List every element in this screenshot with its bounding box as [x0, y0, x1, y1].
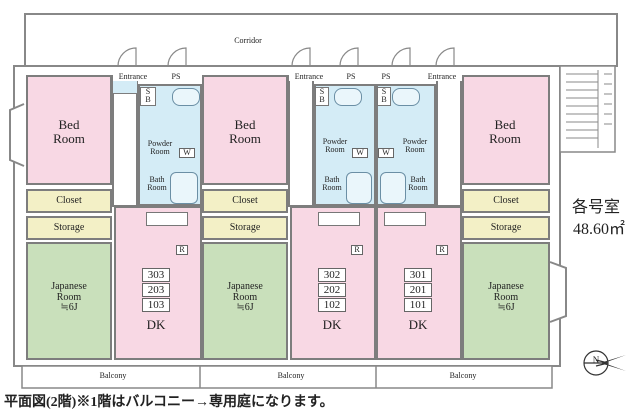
- unit-a-number-2f: 203: [142, 283, 170, 297]
- unit-b-bath-room-label: Bath Room: [322, 175, 342, 193]
- unit-c-bed-room-label: Bed Room: [489, 117, 521, 146]
- unit-b-bed-room-label: Bed Room: [229, 117, 261, 146]
- unit-c-number-2f: 201: [404, 283, 432, 297]
- unit-b-powder-room-label: Powder Room: [322, 137, 348, 155]
- unit-a-bath-room-label: Bath Room: [147, 175, 167, 193]
- unit-c-room-numbers: 301 201 101: [404, 268, 432, 313]
- unit-a-room-numbers: 303 203 103: [142, 268, 170, 313]
- unit-c-storage-label: Storage: [490, 222, 522, 233]
- unit-b-closet-label: Closet: [232, 195, 258, 206]
- unit-b-number-3f: 302: [318, 268, 346, 282]
- unit-c-washer-w: W: [378, 148, 394, 159]
- unit-c-toilet-icon: [392, 88, 420, 106]
- unit-a-number-1f: 103: [142, 298, 170, 312]
- unit-c-dk-label: DK: [408, 317, 428, 332]
- unit-c-r-mark: R: [436, 245, 448, 256]
- unit-b-stove-icon: [318, 212, 360, 226]
- unit-b-entrance-label: Entrance: [289, 72, 329, 82]
- unit-b-toilet-icon: [334, 88, 362, 106]
- unit-a-storage: [26, 216, 112, 240]
- area-title: 各号室: [571, 199, 620, 216]
- unit-b-number-2f: 202: [318, 283, 346, 297]
- unit-a-dk-label: DK: [146, 317, 166, 332]
- unit-c-bathtub-icon: [380, 172, 406, 204]
- unit-c-entrance-label: Entrance: [422, 72, 462, 82]
- unit-c-stove-icon: [384, 212, 426, 226]
- unit-c-ps-label: PS: [378, 72, 394, 82]
- unit-c-hall: [436, 75, 462, 207]
- unit-c-japanese-room-label: Japanese Room ≒6J: [471, 281, 541, 314]
- unit-c-balcony-label: Balcony: [449, 371, 477, 380]
- unit-a-closet: [26, 189, 112, 213]
- floor-plan-caption: 平面図(2階)※1階はバルコニー→専用庭になります。: [4, 395, 334, 410]
- unit-a-bed-room: [26, 75, 112, 185]
- unit-b-balcony-label: Balcony: [277, 371, 305, 380]
- north-symbol-icon: N: [592, 355, 600, 365]
- unit-b-hall: [288, 75, 314, 207]
- unit-a-washer-w: W: [179, 148, 195, 159]
- unit-b-r-mark: R: [351, 245, 363, 256]
- unit-a-ps-label: PS: [168, 72, 184, 82]
- unit-c-closet: [462, 189, 550, 213]
- area-value: 48.60㎡: [572, 221, 625, 238]
- unit-c-closet-label: Closet: [493, 195, 519, 206]
- unit-a-storage-label: Storage: [53, 222, 85, 233]
- unit-a-closet-label: Closet: [56, 195, 82, 206]
- unit-c-number-3f: 301: [404, 268, 432, 282]
- unit-b-closet: [202, 189, 288, 213]
- unit-b-number-1f: 102: [318, 298, 346, 312]
- unit-b-ps-label: PS: [343, 72, 359, 82]
- unit-a-bathtub-icon: [170, 172, 198, 204]
- unit-a-hall: [112, 75, 138, 207]
- unit-b-washer-w: W: [352, 148, 368, 159]
- unit-a-balcony-label: Balcony: [99, 371, 127, 380]
- unit-b-japanese-room-label: Japanese Room ≒6J: [210, 281, 280, 314]
- unit-a-stove-icon: [146, 212, 188, 226]
- unit-c-powder-room-label: Powder Room: [402, 137, 428, 155]
- unit-a-r-mark: R: [176, 245, 188, 256]
- unit-a-toilet-icon: [172, 88, 200, 106]
- corridor-label: Corridor: [234, 36, 262, 45]
- unit-b-storage: [202, 216, 288, 240]
- unit-a-entrance: [112, 80, 138, 94]
- unit-b-bathtub-icon: [346, 172, 372, 204]
- unit-b-storage-label: Storage: [229, 222, 261, 233]
- unit-b-room-numbers: 302 202 102: [318, 268, 346, 313]
- unit-a-number-3f: 303: [142, 268, 170, 282]
- unit-c-number-1f: 101: [404, 298, 432, 312]
- unit-b-sb-label: S B: [315, 87, 329, 106]
- unit-c-bed-room: [462, 75, 550, 185]
- unit-c-storage: [462, 216, 550, 240]
- unit-b-dk-label: DK: [322, 317, 342, 332]
- unit-c-sb-label: S B: [377, 87, 391, 106]
- unit-b-bed-room: [202, 75, 288, 185]
- unit-a-bed-room-label: Bed Room: [53, 117, 85, 146]
- unit-a-entrance-label: Entrance: [113, 72, 153, 82]
- unit-a-japanese-room-label: Japanese Room ≒6J: [34, 281, 104, 314]
- unit-c-bath-room-label: Bath Room: [408, 175, 428, 193]
- unit-a-sb-label: S B: [140, 87, 156, 106]
- unit-a-powder-room-label: Powder Room: [147, 139, 173, 157]
